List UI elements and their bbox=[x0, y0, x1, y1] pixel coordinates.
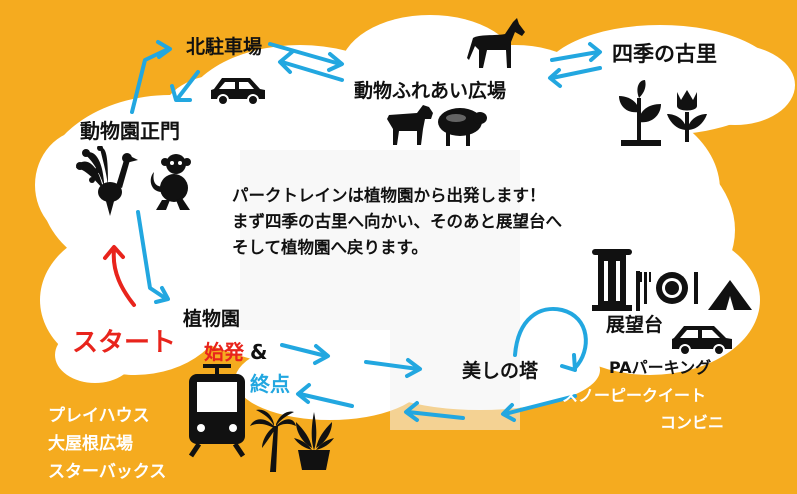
zoo-main-gate-label: 動物園正門 bbox=[80, 119, 180, 143]
peacock-icon bbox=[76, 146, 138, 216]
plant-icon bbox=[619, 80, 707, 146]
facility-item: スターバックス bbox=[48, 462, 167, 482]
facility-item: 大屋根広場 bbox=[48, 434, 133, 454]
facility-item: PAパーキング bbox=[609, 358, 712, 377]
route-message: パークトレインは植物園から出発します！ まず四季の古里へ向かい、そのあと展望台へ… bbox=[232, 183, 562, 261]
potted-plant-icon bbox=[294, 412, 334, 470]
train-icon bbox=[188, 364, 246, 458]
ampersand-label: & bbox=[250, 340, 268, 364]
palm-tree-icon bbox=[250, 409, 296, 472]
message-line: まず四季の古里へ向かい、そのあと展望台へ bbox=[232, 212, 562, 231]
facility-item: コンビニ bbox=[660, 413, 725, 432]
message-line: そして植物園へ戻ります。 bbox=[232, 238, 428, 257]
petting-plaza-label: 動物ふれあい広場 bbox=[354, 80, 507, 102]
observatory-tower-icon bbox=[592, 249, 640, 311]
start-arrow bbox=[103, 245, 136, 307]
utsukushi-no-tou-label: 美しの塔 bbox=[462, 360, 539, 382]
monkey-icon bbox=[150, 154, 191, 210]
message-line: パークトレインは植物園から出発します！ bbox=[232, 186, 546, 205]
horse-icon bbox=[467, 18, 525, 68]
facility-item: スノーピークイート bbox=[562, 386, 707, 405]
north-parking-label: 北駐車場 bbox=[186, 36, 263, 58]
goat-icon bbox=[387, 105, 433, 145]
sheep-icon bbox=[438, 108, 487, 146]
car-icon bbox=[211, 78, 265, 105]
tent-icon bbox=[708, 280, 752, 310]
terminal-label: 終点 bbox=[250, 372, 290, 396]
facility-item: プレイハウス bbox=[48, 406, 150, 426]
route-arrows bbox=[130, 40, 602, 422]
depart-label: 始発 bbox=[204, 340, 244, 364]
start-label: スタート bbox=[72, 328, 177, 358]
observatory-label: 展望台 bbox=[606, 314, 664, 336]
botanical-garden-label: 植物園 bbox=[183, 308, 241, 330]
dining-icon bbox=[640, 272, 698, 304]
shiki-no-furusato-label: 四季の古里 bbox=[612, 42, 717, 66]
observatory-car-icon bbox=[672, 326, 732, 356]
